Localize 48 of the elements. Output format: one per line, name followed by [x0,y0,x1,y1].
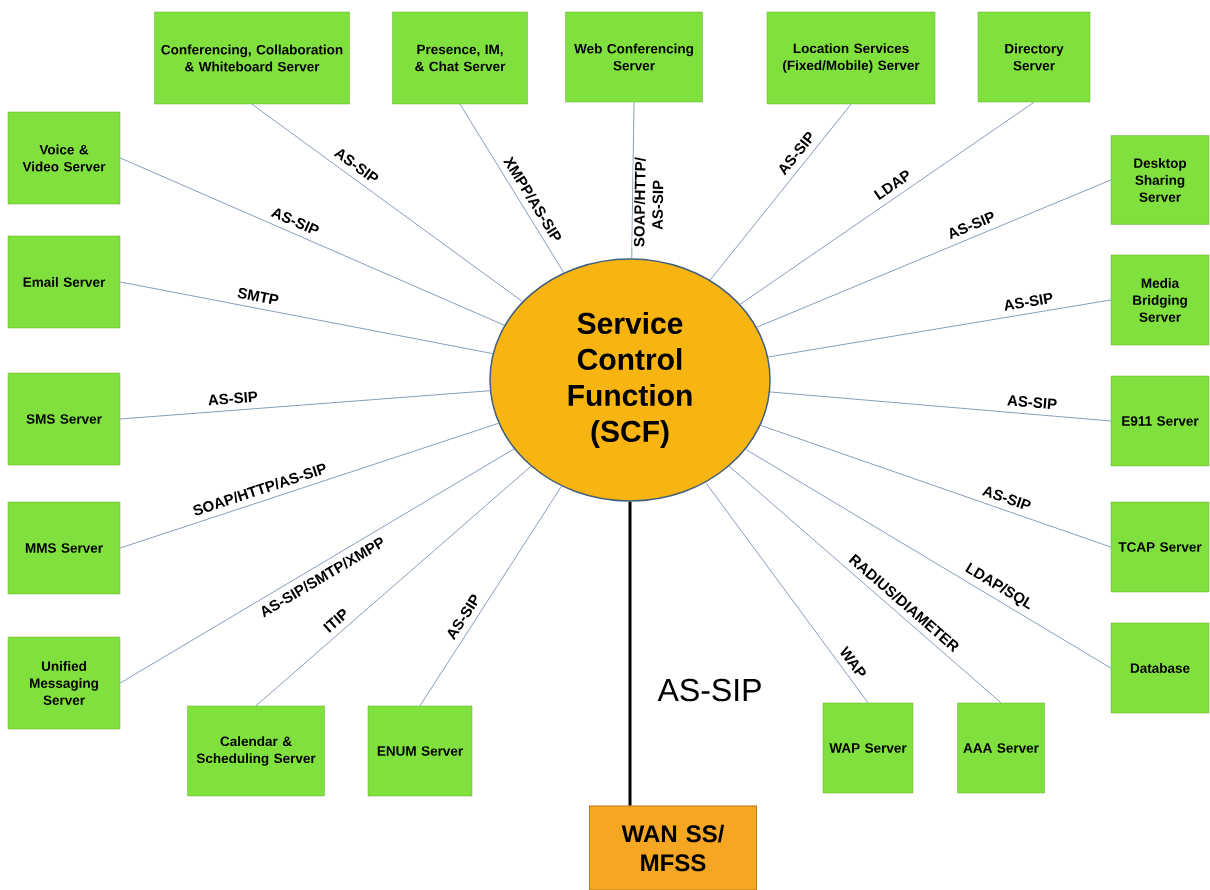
server-box: Calendar & Scheduling Server [187,705,325,797]
server-box: TCAP Server [1110,501,1210,593]
edge-label: SOAP/HTTP/ AS-SIP [632,157,665,249]
connector-line [119,281,493,354]
server-box: Voice & Video Server [7,111,121,205]
server-box: WAP Server [822,702,914,794]
edge-label: AS-SIP [1005,393,1059,411]
server-box: Unified Messaging Server [7,636,121,730]
edge-label: AS-SIP [268,205,322,238]
connector-line [709,103,852,281]
connector-line [419,485,562,707]
edge-label: SMTP [235,285,281,307]
connector-line [459,103,565,273]
server-box: Desktop Sharing Server [1110,135,1210,225]
edge-label: AS-SIP [655,676,765,704]
connector-line [767,299,1112,358]
server-box: Email Server [7,235,121,329]
server-box: Conferencing, Collaboration & Whiteboard Server [154,11,350,105]
server-box: Web Conferencing Server [565,11,703,103]
server-box: MMS Server [7,501,121,595]
switch-box: WAN SS/ MFSS [589,805,757,890]
server-box: Presence, IM, & Chat Server [392,11,528,105]
connector-line [745,448,1112,669]
server-box: Database [1110,622,1210,714]
connector-line [739,101,1035,305]
edge-label: AS-SIP [980,483,1034,513]
connector-line [119,157,505,326]
server-box: SMS Server [7,372,121,466]
server-box: Location Services (Fixed/Mobile) Server [766,11,936,105]
server-box: AAA Server [957,702,1045,794]
connector-line [119,422,499,549]
connector-line [760,424,1112,548]
edge-label: AS-SIP [206,390,260,407]
connector-line [119,390,491,420]
connector-line [255,465,532,707]
connector-line [119,448,515,684]
connector-line [756,179,1112,328]
connector-line [705,482,869,704]
connector-line [631,101,635,259]
server-box: ENUM Server [367,705,473,797]
connector-line [628,501,632,806]
connector-line [251,103,523,302]
server-box: E911 Server [1110,375,1210,467]
server-box: Media Bridging Server [1110,254,1210,346]
server-box: Directory Server [977,11,1091,103]
connector-line [769,391,1112,422]
connector-line [728,465,1002,704]
edge-label: AS-SIP [1001,291,1055,313]
